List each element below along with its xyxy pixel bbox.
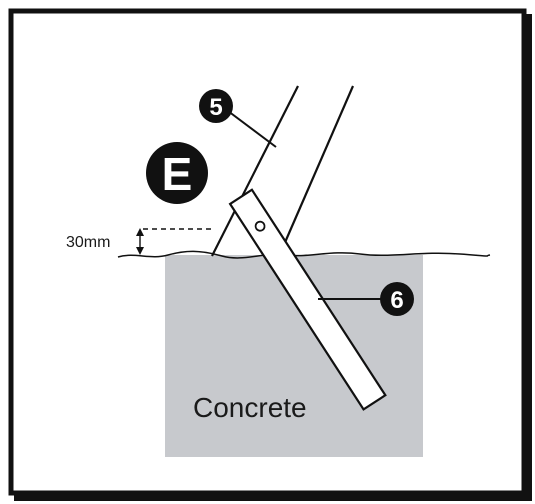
marker-e-callout: E [146,142,208,204]
post-5 [211,85,355,257]
marker-5-label: 5 [209,94,222,121]
marker-6-label: 6 [390,287,403,314]
dimension-arrow-down [136,247,144,255]
marker-5-circle [199,89,233,123]
dimension-indicator: 30mm [66,228,213,255]
bracket-6 [228,188,387,411]
marker-5-leader [223,107,277,148]
marker-6-callout: 6 [318,282,414,316]
bracket-6-body [228,188,387,411]
frame-shadow-right [524,14,532,496]
marker-e-circle [146,142,208,204]
marker-6-circle [380,282,414,316]
marker-5-callout: 5 [199,89,277,148]
dimension-label: 30mm [66,234,110,251]
marker-e-label: E [162,148,193,200]
dimension-arrow-up [136,228,144,236]
bracket-6-bolt-hole [254,220,266,232]
post-5-left-edge [211,85,299,257]
post-5-right-edge [281,85,355,248]
frame-shadow-bottom [14,493,532,501]
concrete-label: Concrete [193,392,307,423]
